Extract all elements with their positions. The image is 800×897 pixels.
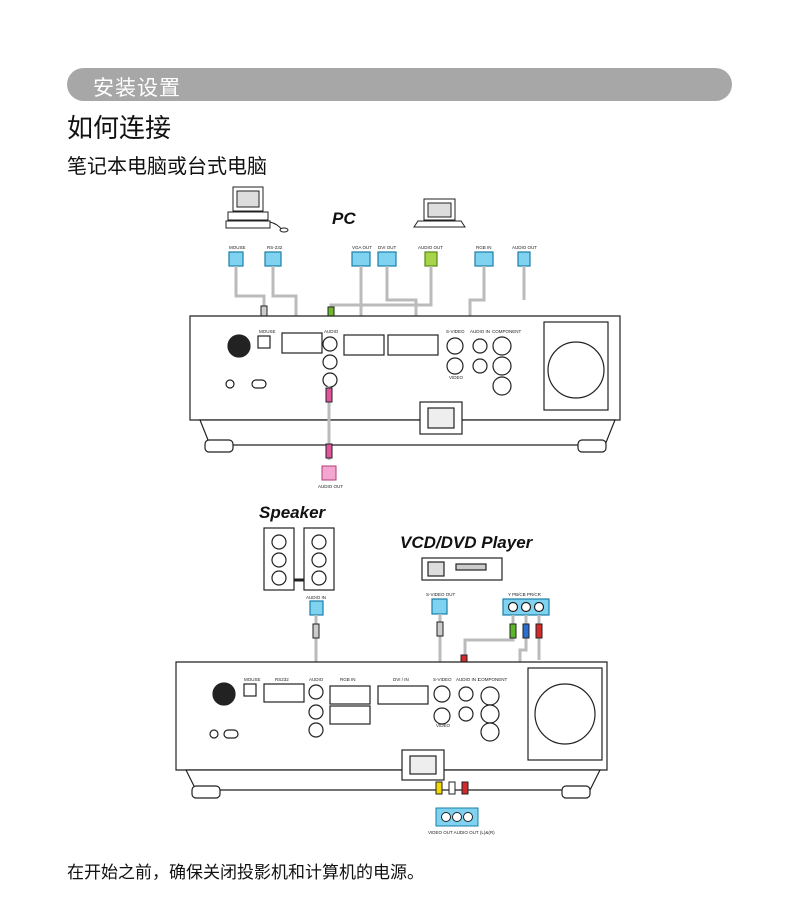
audio-out-green-icon xyxy=(424,251,438,267)
section-header-title: 安装设置 xyxy=(93,76,181,100)
diagram-bottom: Speaker VCD/DVD Player AUDIO IN S-VIDEO … xyxy=(175,503,608,835)
panel-label-component: COMPONENT xyxy=(492,329,522,334)
panel-label-rgbin-b: RGB IN xyxy=(340,677,356,682)
panel-label-dviin-b: DVI / IN xyxy=(393,677,409,682)
speaker-icon xyxy=(263,527,335,591)
audio-out-port-icon xyxy=(517,251,531,267)
panel-label-audioin-b: AUDIO IN 1 xyxy=(456,677,480,682)
diagram-top: PC MOUSE RS-232 VGA OUT DVI OUT AUDIO OU… xyxy=(189,186,621,489)
dvd-player-icon xyxy=(421,557,503,581)
audio-out-pink-icon xyxy=(321,465,337,481)
label-ypbpr: Y PB/CB PR/CR xyxy=(508,592,542,597)
panel-label-mouse-b: MOUSE xyxy=(244,677,261,682)
label-audio-out: AUDIO OUT xyxy=(418,245,443,250)
audio-out-pink-cable xyxy=(321,386,337,481)
page-title: 如何连接 xyxy=(67,114,172,144)
projector-top xyxy=(189,315,621,453)
panel-label-video: VIDEO xyxy=(449,375,464,380)
panel-label-svideo-b: S-VIDEO xyxy=(433,677,452,682)
label-audio-out-2: AUDIO OUT xyxy=(512,245,537,250)
label-audio-in: AUDIO IN xyxy=(306,595,326,600)
projector-bottom xyxy=(175,661,608,799)
panel-label-rs232-b: RS232 xyxy=(275,677,289,682)
label-vga-out: VGA OUT xyxy=(352,245,372,250)
footer-note: 在开始之前，确保关闭投影机和计算机的电源。 xyxy=(67,863,424,883)
label-rgb-in: RGB IN xyxy=(476,245,492,250)
panel-label-svideo: S-VIDEO xyxy=(446,329,465,334)
label-rs232: RS-232 xyxy=(267,245,283,250)
label-dvi-out: DVI OUT xyxy=(378,245,397,250)
dvi-port-icon xyxy=(377,251,397,267)
desktop-computer-icon xyxy=(225,186,289,233)
panel-label-video-b: VIDEO xyxy=(436,723,451,728)
label-video-audio-out: VIDEO OUT AUDIO OUT (L)&(R) xyxy=(428,830,495,835)
panel-label-audio-b: AUDIO xyxy=(309,677,324,682)
rs232-port-icon xyxy=(264,251,282,267)
top-connector-icons xyxy=(228,251,531,267)
pc-title: PC xyxy=(332,209,356,228)
panel-label-component-b: COMPONENT xyxy=(478,677,508,682)
player-title: VCD/DVD Player xyxy=(400,533,534,552)
vga-port-icon xyxy=(351,251,371,267)
bottom-connector-icons xyxy=(309,598,550,616)
laptop-icon xyxy=(413,198,466,228)
section-header-bar: 安装设置 xyxy=(67,68,732,101)
speaker-title: Speaker xyxy=(259,503,327,522)
panel-label-mouse: MOUSE xyxy=(259,329,276,334)
mouse-port-icon xyxy=(228,251,244,267)
panel-label-audio: AUDIO xyxy=(324,329,339,334)
page-subtitle: 笔记本电脑或台式电脑 xyxy=(67,154,267,178)
label-mouse: MOUSE xyxy=(229,245,246,250)
panel-label-audio-in: AUDIO IN xyxy=(470,329,490,334)
rgb-in-port-icon xyxy=(474,251,494,267)
video-audio-out-icon xyxy=(435,781,479,827)
label-audio-out-bottom: AUDIO OUT xyxy=(318,484,343,489)
label-svideo-out: S-VIDEO OUT xyxy=(426,592,456,597)
